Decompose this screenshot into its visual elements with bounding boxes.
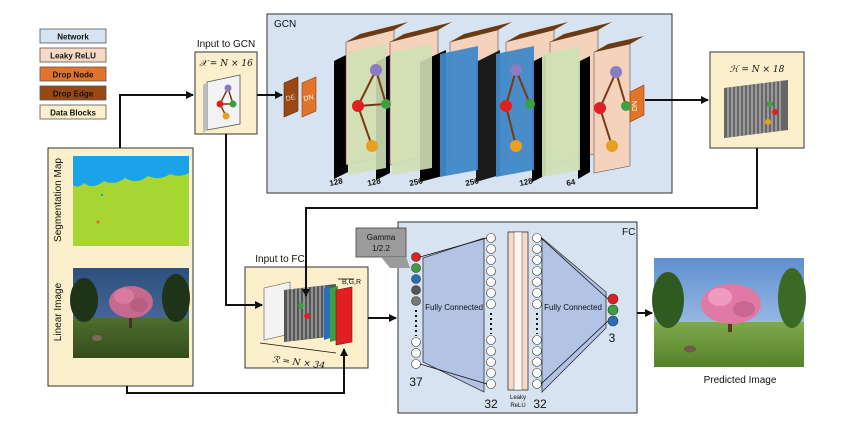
input-images-panel: Segmentation Map Linear Image xyxy=(47,147,194,387)
gamma-value: 1/2.2 xyxy=(372,244,390,253)
drop-node-end-label: DN xyxy=(632,101,639,111)
input-gcn-title: Input to GCN xyxy=(197,39,255,50)
arrow-gcn-output-to-fc-input xyxy=(302,148,758,297)
drop-edge-label: DE xyxy=(285,94,296,103)
count-hidden-2: 32 xyxy=(533,397,547,411)
layer-size-4: 256 xyxy=(465,176,480,188)
legend-network-label: Network xyxy=(57,33,89,42)
predicted-image xyxy=(652,258,806,367)
layer-size-3: 256 xyxy=(409,176,424,188)
arrow-gcn-input-to-fc-input xyxy=(225,134,263,309)
gcn-end-drop-node: DN xyxy=(629,84,645,123)
graph-glyph-3 xyxy=(594,66,631,152)
count-hidden-1: 32 xyxy=(484,397,498,411)
input-to-gcn-block: Input to GCN 𝒳 = N × 16 xyxy=(194,39,258,135)
layer-size-5: 128 xyxy=(519,176,534,188)
fc-output-nodes xyxy=(607,293,619,327)
gcn-layer-6 xyxy=(542,36,644,179)
fc-label-2: Fully Connected xyxy=(544,303,602,312)
stacked-feature-slices xyxy=(724,80,788,138)
layer-size-2: 128 xyxy=(367,176,382,188)
fc-panel: FC Gamma 1/2.2 Fully Connected Fully Con… xyxy=(355,221,638,414)
fc-title: FC xyxy=(622,227,635,238)
segmentation-map-image xyxy=(73,156,189,246)
legend-data-blocks-swatch xyxy=(39,104,107,120)
legend-drop-edge-label: Drop Edge xyxy=(53,90,94,99)
legend: Network Leaky ReLU Drop Node Drop Edge D… xyxy=(39,28,107,120)
legend-drop-node-label: Drop Node xyxy=(53,71,94,80)
fc-hidden-1-nodes xyxy=(486,233,496,389)
gamma-block: Gamma 1/2.2 xyxy=(355,227,410,268)
fc-input-nodes xyxy=(411,252,421,369)
legend-data-blocks-label: Data Blocks xyxy=(50,109,96,118)
fc-connections xyxy=(419,237,609,385)
graph-glyph-1 xyxy=(352,64,391,152)
predicted-image-label: Predicted Image xyxy=(704,375,777,386)
legend-network-swatch xyxy=(39,28,107,44)
drop-edge-block: DE xyxy=(283,76,299,118)
drop-node-label: DN xyxy=(303,94,314,103)
layer-size-1: 128 xyxy=(329,176,344,188)
gcn-output-formula: ℋ = N × 18 xyxy=(730,65,785,75)
seg-map-label: Segmentation Map xyxy=(53,158,64,242)
fc-label-1: Fully Connected xyxy=(425,303,483,312)
legend-leaky-swatch xyxy=(39,47,107,63)
gcn-output-block: ℋ = N × 18 xyxy=(709,51,805,149)
input-gcn-formula: 𝒳 = N × 16 xyxy=(199,59,253,69)
arrow-images-to-gcn-input xyxy=(119,91,194,148)
graph-glyph-2 xyxy=(500,64,535,152)
legend-drop-node-swatch xyxy=(39,66,107,82)
connectors xyxy=(119,91,758,394)
legend-drop-edge-swatch xyxy=(39,85,107,101)
linear-image xyxy=(70,268,190,358)
fc-layer-2-area xyxy=(541,237,607,393)
arrow-linear-image-to-fc-input xyxy=(126,348,348,394)
leaky-relu-label: Leaky xyxy=(510,395,526,401)
count-input: 37 xyxy=(409,375,423,389)
layer-size-6: 64 xyxy=(566,177,577,188)
bgr-label: B,G,R xyxy=(342,279,361,286)
linear-image-label: Linear Image xyxy=(53,282,64,341)
legend-leaky-label: Leaky ReLU xyxy=(50,52,96,61)
drop-node-block: DN xyxy=(301,76,317,118)
gcn-title: GCN xyxy=(274,19,296,30)
gamma-label: Gamma xyxy=(367,233,396,242)
input-fc-title: Input to FC xyxy=(255,254,304,265)
gcn-panel: GCN DE DN xyxy=(266,13,673,194)
count-output: 3 xyxy=(609,331,616,345)
fc-hidden-2-nodes xyxy=(532,233,542,389)
leaky-relu-label-2: ReLU xyxy=(510,403,525,409)
